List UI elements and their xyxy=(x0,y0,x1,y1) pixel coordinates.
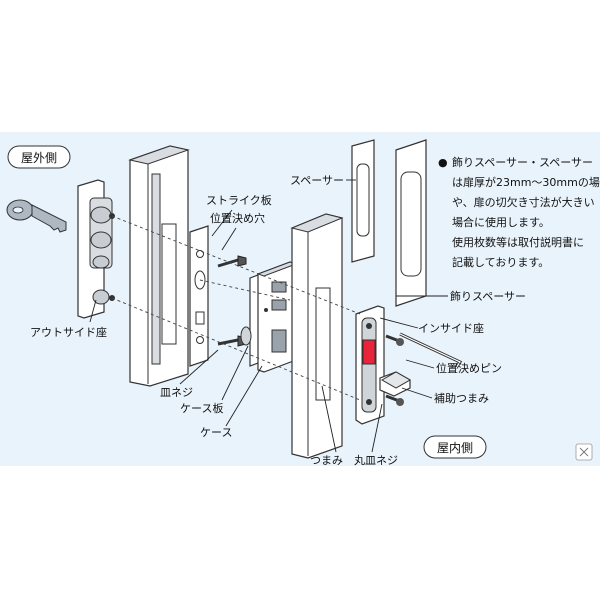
inside-seat xyxy=(355,305,385,425)
note-line-4: 場合に使用します。 xyxy=(452,215,550,229)
label-oval-screw: 丸皿ネジ xyxy=(354,454,398,467)
explanation-note: ● 飾りスペーサー・スペーサー は扉厚が23mm～30mmの場合 や、扉の切欠き… xyxy=(438,156,600,269)
label-case-plate: ケース板 xyxy=(180,401,223,415)
oval-screw-bottom xyxy=(385,394,404,406)
note-bullet: ● xyxy=(438,156,448,169)
outside-seat xyxy=(77,179,115,319)
label-aux-knob: 補助つまみ xyxy=(434,391,489,405)
label-countersunk-screw: 皿ネジ xyxy=(160,386,193,399)
note-line-6: 記載しております。 xyxy=(452,255,549,269)
spacer xyxy=(351,139,375,263)
outside-badge-label: 屋外側 xyxy=(21,151,57,165)
label-strike-plate: ストライク板 xyxy=(206,193,272,207)
strike-plate xyxy=(189,225,209,367)
decorative-spacer xyxy=(395,139,427,307)
label-knob: つまみ xyxy=(310,454,343,467)
note-line-2: は扉厚が23mm～30mmの場合 xyxy=(452,175,600,189)
door-frame-right xyxy=(290,213,344,459)
inside-badge: 屋内側 xyxy=(423,435,487,459)
case xyxy=(256,261,298,373)
aux-knob xyxy=(379,371,412,397)
label-decorative-spacer: 飾りスペーサー xyxy=(450,290,526,303)
label-outside-seat: アウトサイド座 xyxy=(30,325,107,339)
positioning-pin xyxy=(399,332,463,369)
expand-icon[interactable] xyxy=(575,443,593,461)
label-spacer: スペーサー xyxy=(290,174,344,187)
label-inside-seat: インサイド座 xyxy=(418,321,484,335)
label-case: ケース xyxy=(200,426,232,439)
key-icon xyxy=(6,199,67,233)
outside-badge: 屋外側 xyxy=(7,145,71,169)
countersunk-screw-top xyxy=(217,255,247,268)
leader-lines xyxy=(89,179,448,453)
note-line-1: 飾りスペーサー・スペーサー xyxy=(452,156,593,169)
label-positioning-hole: 位置決め穴 xyxy=(210,211,265,225)
note-line-5: 使用枚数等は取付説明書に xyxy=(452,235,584,249)
label-positioning-pin: 位置決めピン xyxy=(436,361,502,375)
alignment-lines xyxy=(111,215,361,401)
inside-badge-label: 屋内側 xyxy=(437,441,473,455)
oval-screw-top xyxy=(385,334,404,346)
door-frame-left xyxy=(128,145,190,387)
note-line-3: や、扉の切欠き寸法が大きい xyxy=(452,195,595,209)
